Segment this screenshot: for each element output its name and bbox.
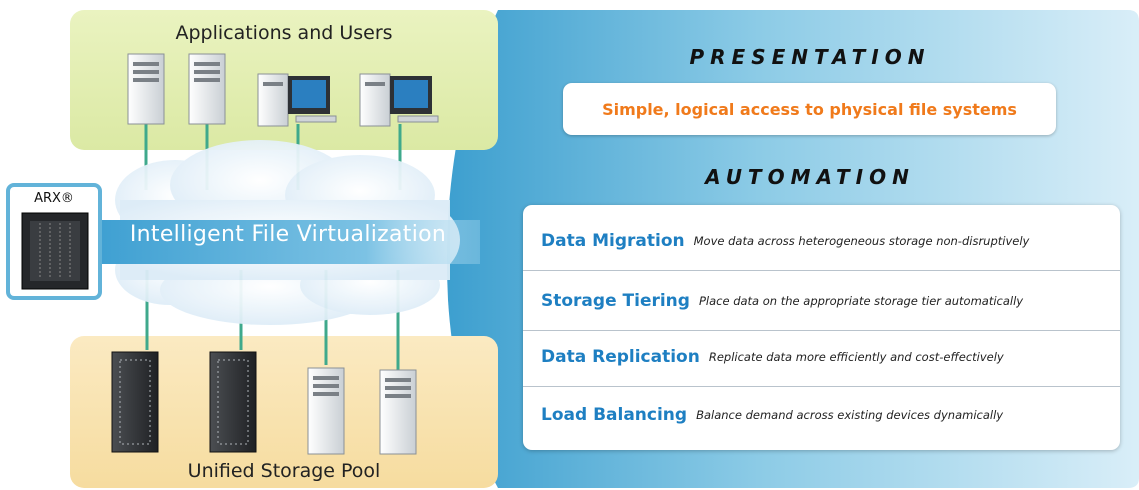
presentation-box: Simple, logical access to physical file … [563, 83, 1056, 135]
automation-row: Data Replication Replicate data more eff… [523, 327, 1120, 387]
storage-pool-title: Unified Storage Pool [187, 460, 381, 482]
automation-name: Data Replication [541, 346, 700, 367]
automation-description: Place data on the appropriate storage ti… [698, 293, 1024, 308]
automation-name: Load Balancing [541, 405, 688, 425]
automation-description: Balance demand across existing devices d… [696, 408, 1004, 422]
storage-server-icon [307, 367, 345, 455]
arx-label: ARX® [34, 191, 74, 206]
storage-rack-icon [209, 351, 257, 453]
workstation-icon [257, 73, 337, 127]
presentation-text: Simple, logical access to physical file … [602, 99, 1017, 119]
applications-title: Applications and Users [175, 22, 393, 44]
workstation-icon [359, 73, 439, 127]
server-tower-icon [127, 53, 165, 125]
automation-description: Replicate data more efficiently and cost… [708, 349, 1004, 364]
virtualization-label: Intelligent File Virtualization [129, 222, 447, 247]
automation-name: Data Migration [541, 230, 685, 251]
storage-rack-icon [111, 351, 159, 453]
arx-appliance: ARX® [6, 183, 102, 300]
arx-device-icon [21, 212, 89, 290]
automation-heading: AUTOMATION [705, 165, 915, 189]
automation-row: Load Balancing Balance demand across exi… [523, 385, 1120, 445]
automation-description: Move data across heterogeneous storage n… [693, 233, 1030, 248]
automation-row: Data Migration Move data across heteroge… [523, 211, 1120, 271]
presentation-heading: PRESENTATION [689, 45, 931, 69]
storage-server-icon [379, 369, 417, 455]
server-tower-icon [188, 53, 226, 125]
automation-row: Storage Tiering Place data on the approp… [523, 271, 1120, 331]
automation-name: Storage Tiering [541, 290, 690, 311]
automation-box: Data Migration Move data across heteroge… [523, 205, 1120, 450]
virtualization-band [100, 220, 480, 264]
